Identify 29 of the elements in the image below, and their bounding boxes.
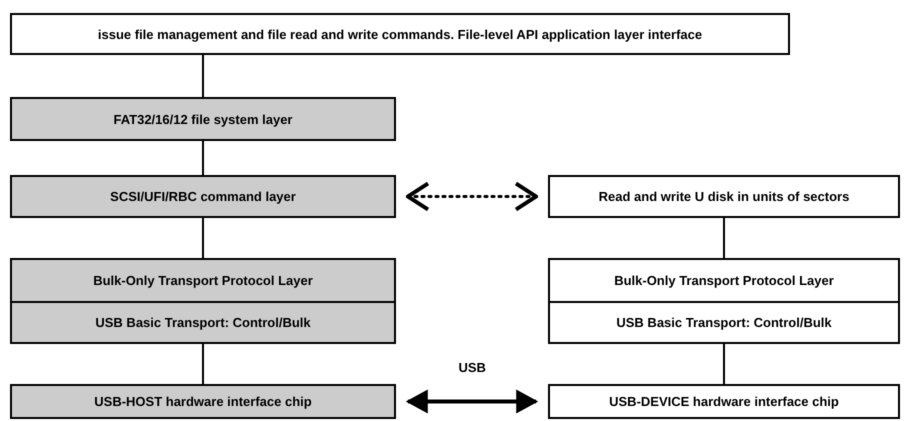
connector-line — [723, 344, 725, 384]
connector-line — [202, 218, 204, 258]
layer-box — [10, 301, 396, 344]
layer-box — [10, 258, 396, 303]
layer-label: USB-DEVICE hardware interface chip — [609, 394, 839, 409]
layer-box — [10, 384, 396, 419]
edge-label: USB — [458, 360, 486, 374]
layer-box — [548, 258, 900, 303]
layer-label: Read and write U disk in units of sectors — [598, 189, 850, 204]
layer-box — [548, 301, 900, 344]
layer-box — [548, 384, 900, 419]
double-arrow — [406, 390, 538, 412]
connector-line — [723, 218, 725, 258]
layer-box — [548, 175, 900, 218]
double-arrow — [406, 182, 538, 212]
layer-box — [10, 97, 396, 141]
layer-label: SCSI/UFI/RBC command layer — [110, 189, 296, 204]
layer-label: Bulk-Only Transport Protocol Layer — [93, 273, 313, 288]
connector-line — [202, 55, 204, 97]
layer-label: FAT32/16/12 file system layer — [114, 112, 292, 126]
layer-label: Bulk-Only Transport Protocol Layer — [614, 273, 834, 288]
layer-box — [10, 175, 396, 218]
connector-line — [202, 344, 204, 384]
connector-line — [202, 141, 204, 175]
layer-box — [10, 13, 790, 55]
layer-label: USB-HOST hardware interface chip — [94, 394, 312, 409]
layer-label: USB Basic Transport: Control/Bulk — [95, 315, 311, 330]
layer-label: USB Basic Transport: Control/Bulk — [616, 315, 832, 330]
layer-label: issue file management and file read and write commands. File-level API application layer interface — [98, 26, 702, 42]
